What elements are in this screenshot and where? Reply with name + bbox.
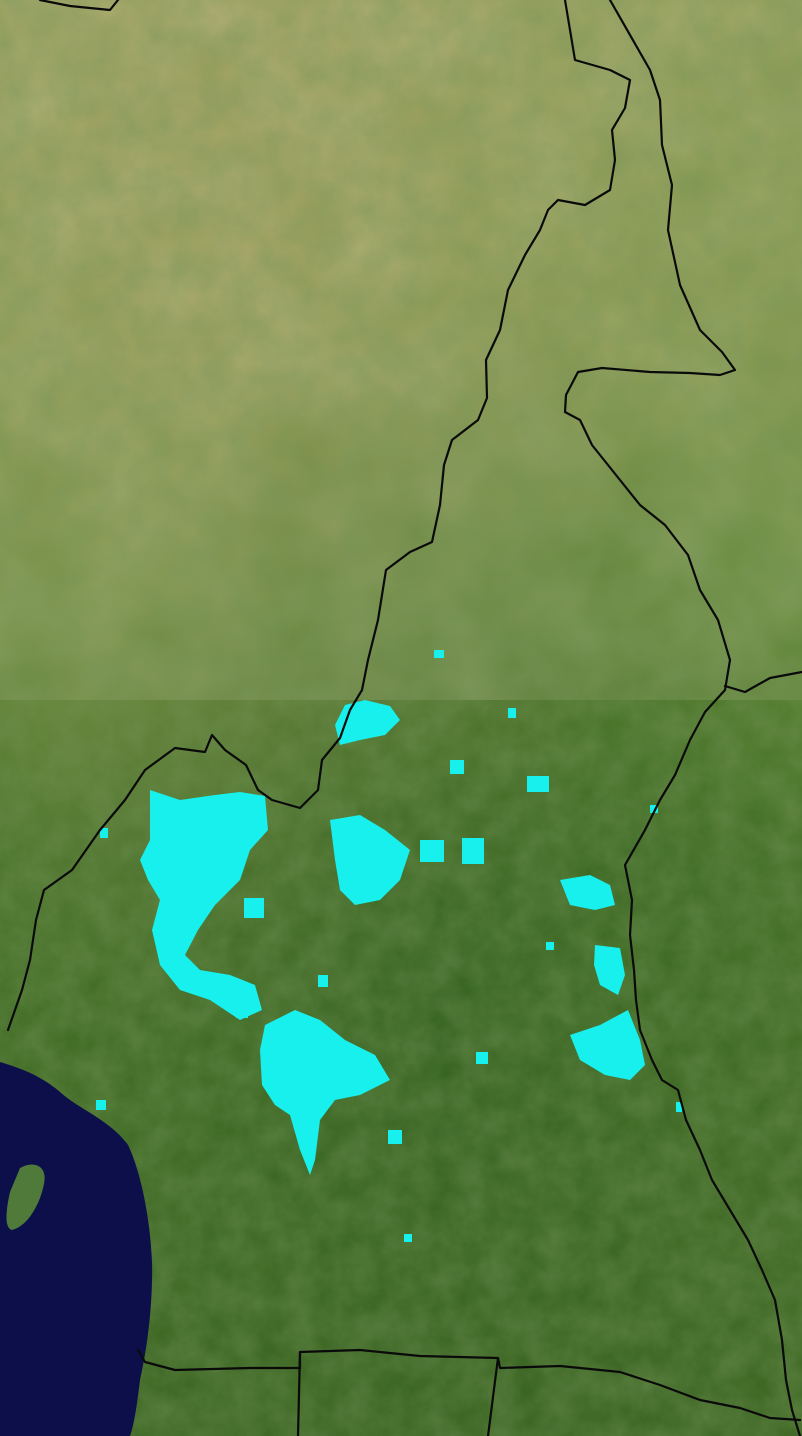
border-south-vertical-1 xyxy=(296,1350,302,1436)
highlight-region-southeast xyxy=(570,1010,645,1080)
highlight-patch xyxy=(388,1130,402,1144)
highlight-region-central xyxy=(330,815,410,905)
highlight-patch xyxy=(676,1102,682,1112)
border-west xyxy=(6,0,632,1032)
highlight-patch xyxy=(100,828,108,838)
highlight-patch xyxy=(244,898,264,918)
highlighted-areas xyxy=(96,650,682,1242)
highlight-patch xyxy=(546,942,554,950)
highlight-patch xyxy=(318,975,328,987)
highlight-patch xyxy=(508,708,516,718)
highlight-region-east xyxy=(594,945,625,995)
country-borders xyxy=(6,0,802,1436)
highlight-region-east-north xyxy=(560,875,615,910)
highlight-region-west xyxy=(140,790,268,1020)
highlight-patch xyxy=(236,1004,248,1018)
highlight-patch xyxy=(527,776,549,792)
highlight-patch xyxy=(420,840,444,862)
highlight-region-south-central xyxy=(260,1010,390,1175)
highlight-patch xyxy=(96,1100,106,1110)
border-top-left xyxy=(38,0,120,12)
border-east xyxy=(563,0,802,1436)
highlight-region-north xyxy=(335,700,400,745)
highlight-patch xyxy=(476,1052,488,1064)
ocean-gulf xyxy=(0,1062,153,1436)
highlight-patch xyxy=(462,838,484,864)
highlight-patch xyxy=(650,805,658,813)
island xyxy=(6,1164,45,1230)
highlight-patch xyxy=(434,650,444,658)
border-south-vertical-2 xyxy=(486,1356,500,1436)
highlight-patch xyxy=(450,760,464,774)
border-far-east xyxy=(723,670,802,694)
highlight-patch xyxy=(404,1234,412,1242)
